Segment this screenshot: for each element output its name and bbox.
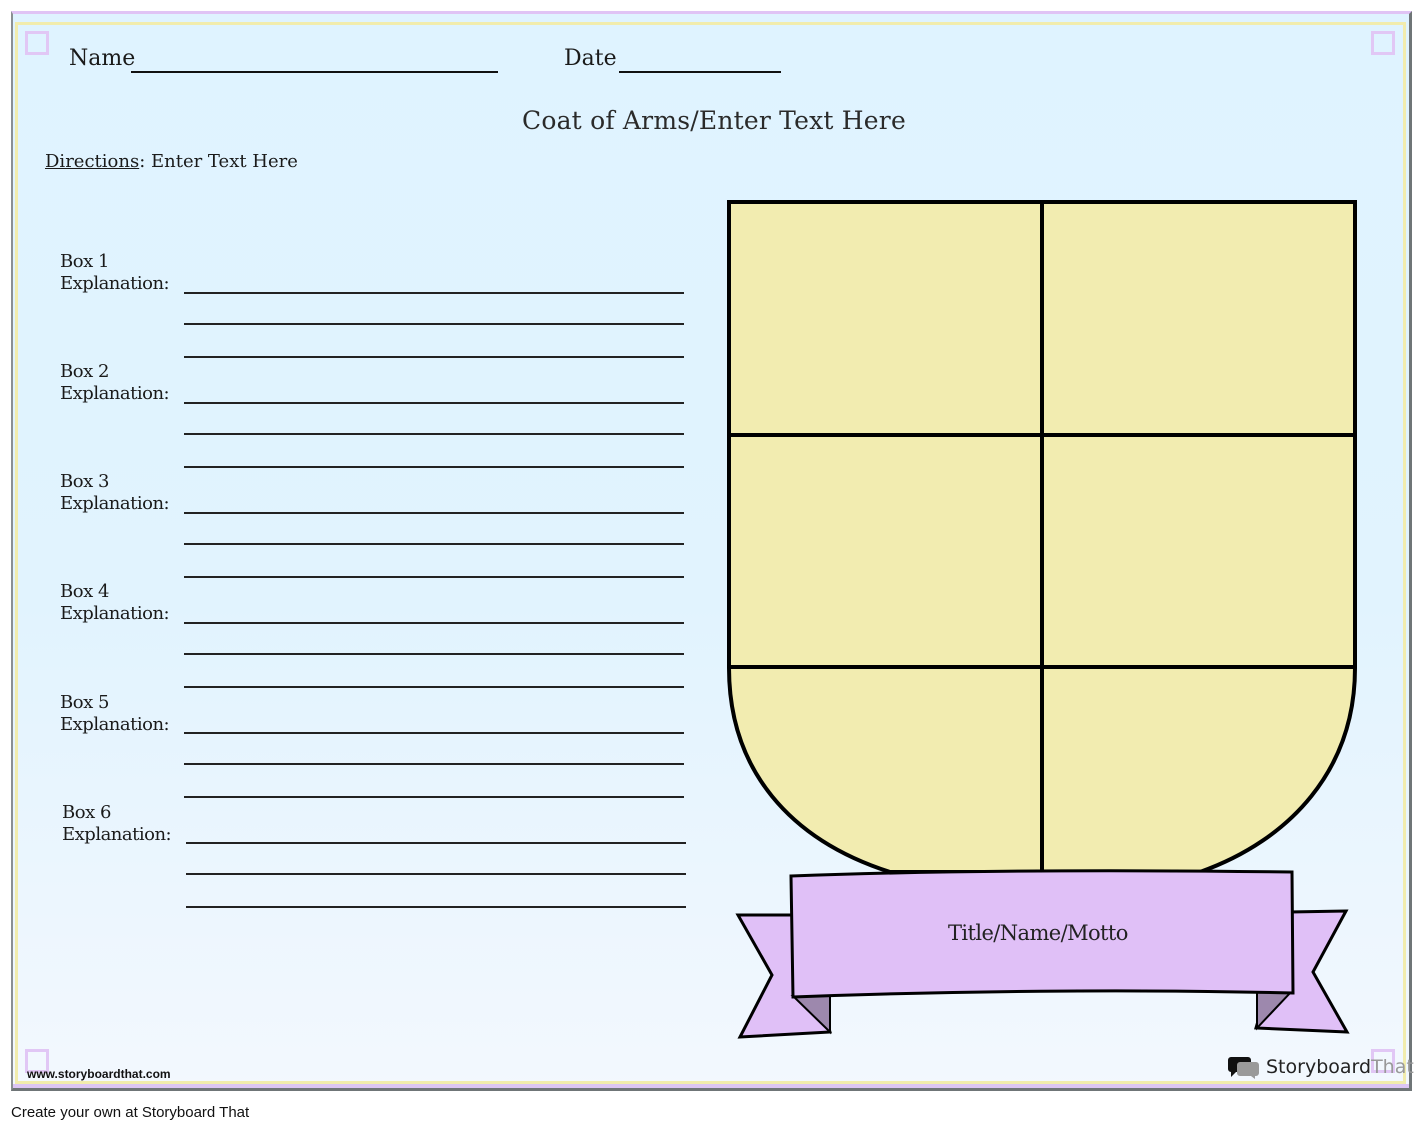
watermark-url: www.storyboardthat.com <box>27 1067 171 1081</box>
box-1-line-2[interactable] <box>184 323 684 325</box>
box-1-label: Box 1 Explanation: <box>60 251 170 295</box>
name-label: Name <box>69 46 136 71</box>
date-field-line[interactable] <box>619 71 781 73</box>
box-explanation-label: Explanation: <box>60 714 170 735</box>
box-6-line-2[interactable] <box>186 873 686 875</box>
page-title[interactable]: Coat of Arms/Enter Text Here <box>522 106 906 135</box>
bottom-accent-bar <box>13 1084 1409 1088</box>
box-title: Box 6 <box>62 802 111 823</box>
footer-link[interactable]: Create your own at Storyboard That <box>11 1104 250 1121</box>
brand-part-2: That <box>1371 1056 1414 1078</box>
box-explanation-label: Explanation: <box>60 603 170 624</box>
box-explanation-label: Explanation: <box>60 383 170 404</box>
shield-box-5[interactable] <box>745 669 1040 869</box>
box-title: Box 5 <box>60 692 109 713</box>
box-explanation-label: Explanation: <box>62 824 172 845</box>
box-title: Box 2 <box>60 361 109 382</box>
box-title: Box 3 <box>60 471 109 492</box>
directions-separator: : <box>139 151 146 172</box>
box-explanation-label: Explanation: <box>60 273 170 294</box>
box-5-line-2[interactable] <box>184 763 684 765</box>
banner-main <box>789 869 1295 999</box>
box-4-label: Box 4 Explanation: <box>60 581 170 625</box>
banner-motto-text[interactable]: Title/Name/Motto <box>948 921 1128 945</box>
shield-box-1[interactable] <box>731 204 1040 433</box>
box-2-label: Box 2 Explanation: <box>60 361 170 405</box>
box-1-line-3[interactable] <box>184 356 684 358</box>
box-4-line-1[interactable] <box>184 622 684 624</box>
corner-square-top-right <box>1371 31 1395 55</box>
shield-box-4[interactable] <box>1044 437 1353 665</box>
box-5-line-3[interactable] <box>184 796 684 798</box>
inner-border <box>15 22 1406 1084</box>
corner-square-bottom-right <box>1371 1049 1395 1073</box>
storyboardthat-logo: StoryboardThat <box>1228 1055 1414 1079</box>
directions-label: Directions <box>45 151 140 172</box>
directions-text: Enter Text Here <box>145 151 298 172</box>
box-title: Box 1 <box>60 251 109 272</box>
box-1-line-1[interactable] <box>184 292 684 294</box>
box-6-label: Box 6 Explanation: <box>62 802 172 846</box>
box-title: Box 4 <box>60 581 109 602</box>
speech-bubbles-icon <box>1228 1057 1259 1079</box>
box-explanation-label: Explanation: <box>60 493 170 514</box>
shield-box-6[interactable] <box>1044 669 1339 869</box>
box-2-line-3[interactable] <box>184 466 684 468</box>
box-4-line-2[interactable] <box>184 653 684 655</box>
box-3-label: Box 3 Explanation: <box>60 471 170 515</box>
box-3-line-3[interactable] <box>184 576 684 578</box>
corner-square-top-left <box>25 31 49 55</box>
box-3-line-2[interactable] <box>184 543 684 545</box>
box-6-line-3[interactable] <box>186 906 686 908</box>
name-field-line[interactable] <box>131 71 498 73</box>
coat-of-arms-shield <box>727 200 1357 1039</box>
shield-box-3[interactable] <box>731 437 1040 665</box>
corner-square-bottom-left <box>25 1049 49 1073</box>
box-6-line-1[interactable] <box>186 842 686 844</box>
shield-box-2[interactable] <box>1044 204 1353 433</box>
box-2-line-2[interactable] <box>184 433 684 435</box>
date-label: Date <box>564 46 617 71</box>
box-5-label: Box 5 Explanation: <box>60 692 170 736</box>
directions[interactable]: Directions: Enter Text Here <box>45 151 298 172</box>
box-3-line-1[interactable] <box>184 512 684 514</box>
box-2-line-1[interactable] <box>184 402 684 404</box>
brand-part-1: Storyboard <box>1266 1056 1372 1078</box>
box-4-line-3[interactable] <box>184 686 684 688</box>
box-5-line-1[interactable] <box>184 732 684 734</box>
